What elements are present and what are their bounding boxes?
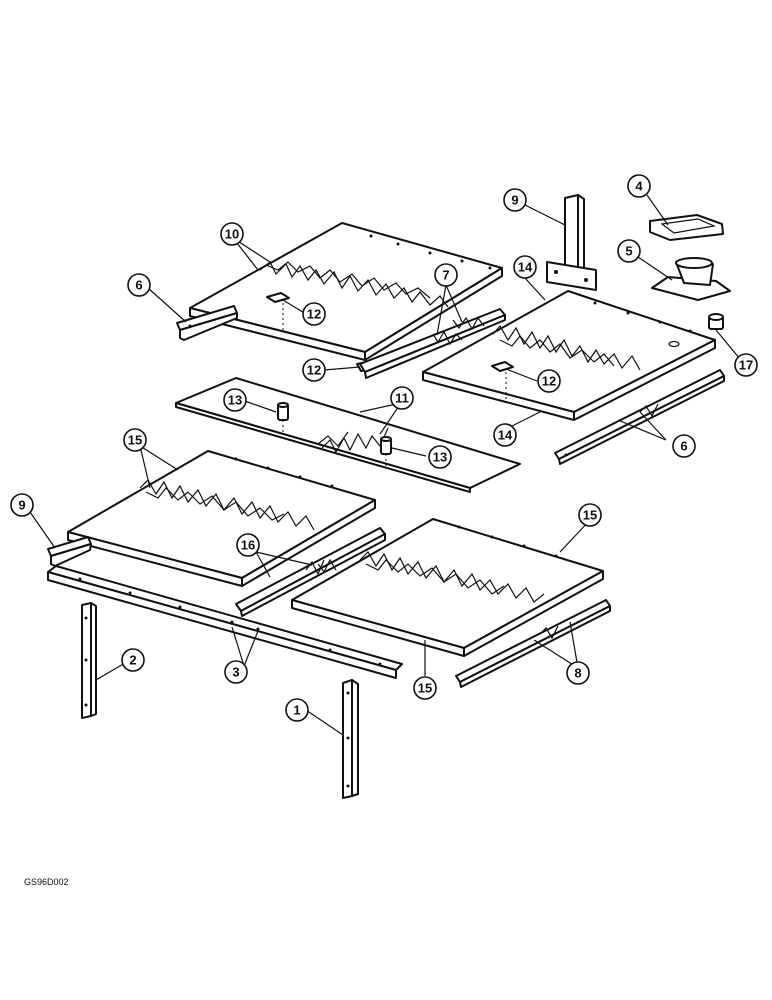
callout-15-right-label: 15 [583,508,597,523]
part-15-panel-right [291,518,604,657]
callout-15-upper-left-label: 15 [128,433,142,448]
callout-6-upper-label: 6 [135,278,142,293]
callout-15-right: 15 [578,503,602,527]
callout-1: 1 [285,698,309,722]
callout-9-left-label: 9 [18,498,25,513]
callout-14-lower-label: 14 [498,428,513,443]
part-2-leg [81,602,97,719]
callout-6-right-label: 6 [680,439,687,454]
callout-17-label: 17 [739,358,753,373]
part-16-channel [235,527,386,617]
leader-lines [29,194,741,736]
callout-12-right: 12 [537,369,561,393]
callout-1-label: 1 [293,703,300,718]
callout-15-upper-left: 15 [123,428,147,452]
callout-2: 2 [121,648,145,672]
callout-5-label: 5 [625,244,632,259]
callout-14-upper-label: 14 [518,260,533,275]
callout-10-label: 10 [225,227,239,242]
callout-17: 17 [734,353,758,377]
callout-6-right: 6 [672,434,696,458]
callout-12-upper: 12 [302,302,326,326]
callout-9-right-label: 8 [574,666,581,681]
part-9-rail-right [455,599,611,688]
part-13-fastener-right [380,436,392,466]
part-6-rail-left [176,305,238,341]
callout-7-label: 7 [442,268,449,283]
part-3-angle-rail [47,565,403,679]
callout-10: 10 [220,222,244,246]
part-8-bracket [546,194,597,291]
callout-9-left: 9 [10,493,34,517]
callout-3: 3 [224,660,248,684]
callout-12-right-label: 12 [542,374,556,389]
part-17-grommet [708,313,724,330]
callout-14-upper: 14 [513,255,537,279]
part-15-panel-left [67,450,376,587]
callout-8-label: 9 [511,193,518,208]
callout-12-middle-label: 12 [307,363,321,378]
callout-13-left-label: 13 [228,393,242,408]
part-10-panel [189,222,503,361]
part-14-panel [422,290,716,421]
callout-13-left: 13 [223,388,247,412]
callout-4: 4 [627,174,651,198]
part-6-rail-right [554,369,725,465]
callout-16-label: 16 [241,538,255,553]
callout-11-label: 11 [395,391,409,406]
callout-13-right-label: 13 [433,450,447,465]
callout-11: 11 [390,386,414,410]
callout-12-upper-label: 12 [307,307,321,322]
part-7-channel [359,308,506,379]
figure-code: GS96D002 [24,877,69,887]
callout-15-lower-label: 15 [418,681,432,696]
callout-14-lower: 14 [493,423,517,447]
part-13-fastener-left [277,402,289,432]
part-12-clip-upper [266,292,290,330]
callout-4-label: 4 [635,179,643,194]
callout-5: 5 [617,239,641,263]
part-5-duct-adapter [651,257,731,301]
callout-15-lower: 15 [413,676,437,700]
callout-16: 16 [236,533,260,557]
part-1-leg [342,679,359,799]
callout-7: 7 [434,263,458,287]
callout-6-upper: 6 [127,273,151,297]
part-4-cover-plate [649,214,724,241]
callout-13-right: 13 [428,445,452,469]
callout-12-middle: 12 [302,358,326,382]
callout-3-label: 3 [232,665,239,680]
callout-9-right: 8 [566,661,590,685]
callout-2-label: 2 [129,653,136,668]
callout-8: 9 [503,188,527,212]
part-9-rail-left [47,536,92,567]
